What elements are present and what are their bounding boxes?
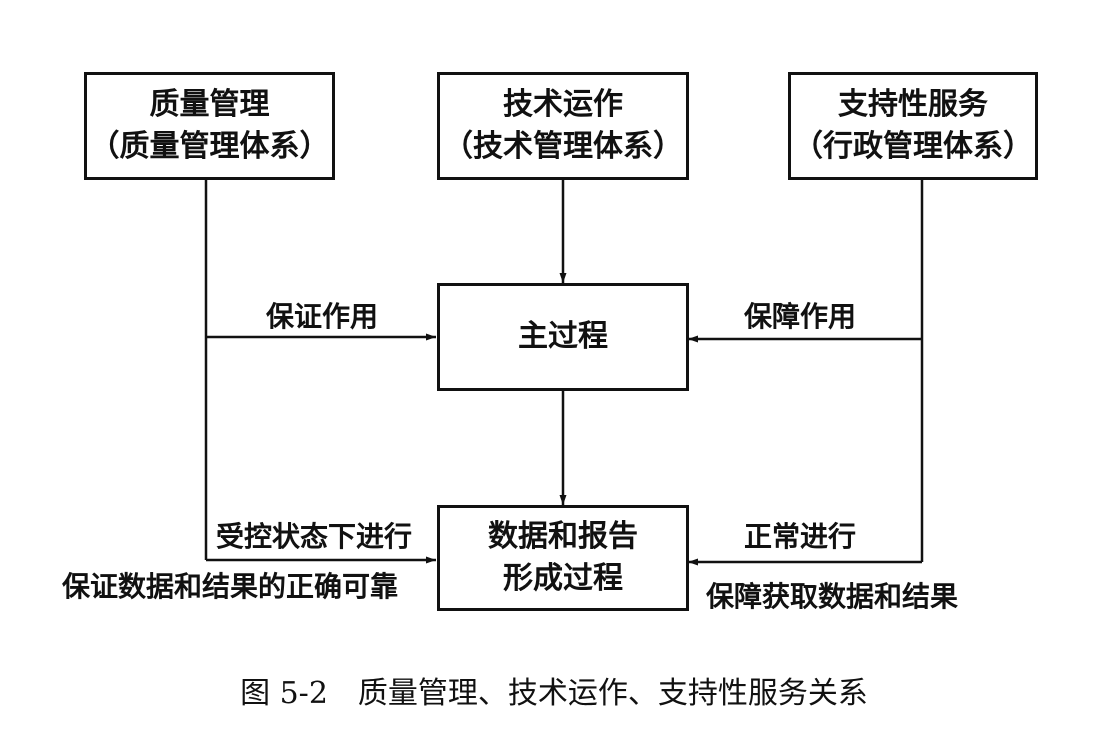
obtain-label: 保障获取数据和结果: [706, 580, 959, 613]
support-service-box: 支持性服务 （行政管理体系）: [788, 72, 1038, 180]
data-report-box: 数据和报告 形成过程: [437, 505, 689, 611]
quality-management-subtitle: （质量管理体系）: [89, 129, 330, 164]
guarantee-label: 保障作用: [744, 300, 857, 333]
technical-operation-subtitle: （技术管理体系）: [443, 129, 683, 164]
quality-management-box: 质量管理 （质量管理体系）: [84, 72, 335, 180]
figure-caption: 图 5-2 质量管理、技术运作、支持性服务关系: [240, 676, 868, 711]
controlled-label: 受控状态下进行: [216, 520, 413, 553]
support-service-title: 支持性服务: [838, 87, 988, 122]
data-report-title: 数据和报告: [488, 519, 638, 554]
data-report-subtitle: 形成过程: [503, 561, 623, 596]
support-service-subtitle: （行政管理体系）: [793, 129, 1033, 164]
main-process-title: 主过程: [518, 319, 608, 354]
correct-reliable-label: 保证数据和结果的正确可靠: [62, 570, 399, 603]
assurance-label: 保证作用: [266, 300, 379, 333]
technical-operation-title: 技术运作: [503, 87, 623, 122]
technical-operation-box: 技术运作 （技术管理体系）: [437, 72, 689, 180]
quality-management-title: 质量管理: [149, 87, 270, 122]
main-process-box: 主过程: [437, 283, 689, 391]
normal-label: 正常进行: [744, 520, 857, 553]
